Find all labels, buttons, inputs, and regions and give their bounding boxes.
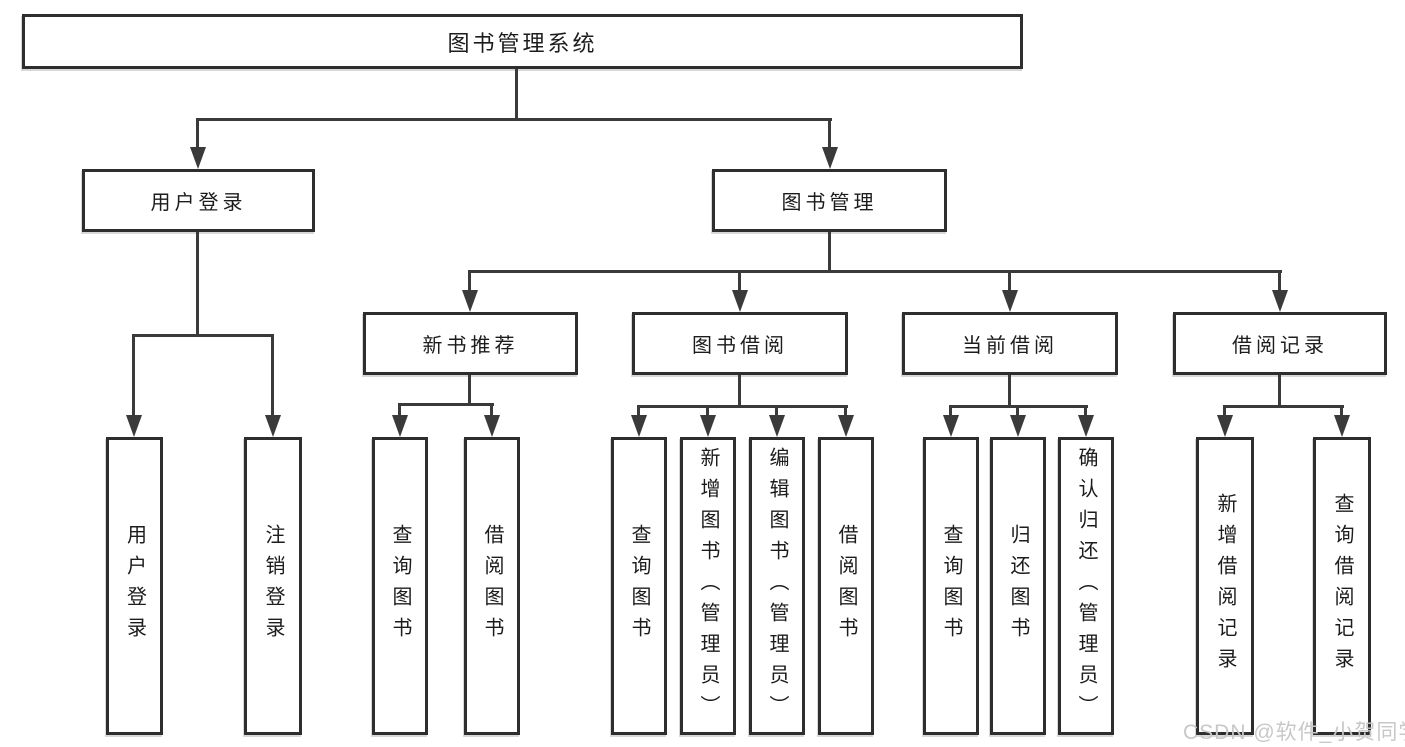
csdn-watermark: CSDN @软件_小贺同学: [1183, 721, 1405, 744]
connector-line: [398, 403, 401, 417]
connector-line: [196, 118, 832, 121]
connector-line: [515, 69, 518, 119]
connector-line: [132, 334, 274, 337]
connector-line: [828, 232, 831, 273]
node-new-book-recommend: 新书推荐: [363, 312, 578, 375]
connector-line: [1340, 405, 1343, 417]
connector-line: [196, 118, 199, 150]
connector-line: [844, 405, 847, 417]
connector-line: [196, 232, 199, 336]
arrow-down-icon: [700, 415, 716, 437]
arrow-down-icon: [838, 415, 854, 437]
connector-line: [1016, 405, 1019, 417]
node-user-login: 用户登录: [82, 169, 315, 232]
leaf-query-books-current: 查询图书: [923, 437, 979, 735]
arrow-down-icon: [1010, 415, 1026, 437]
arrow-down-icon: [1078, 415, 1094, 437]
arrow-down-icon: [1272, 290, 1288, 312]
arrow-down-icon: [462, 290, 478, 312]
connector-line: [1084, 405, 1087, 417]
node-current-borrowing: 当前借阅: [902, 312, 1118, 375]
leaf-add-borrow-record: 新增借阅记录: [1196, 437, 1254, 735]
node-book-borrowing: 图书借阅: [632, 312, 848, 375]
leaf-query-borrow-record: 查询借阅记录: [1313, 437, 1371, 735]
connector-line: [1278, 375, 1281, 407]
arrow-down-icon: [190, 147, 206, 169]
connector-line: [398, 403, 494, 406]
arrow-down-icon: [265, 415, 281, 437]
connector-line: [1223, 405, 1226, 417]
connector-line: [637, 405, 640, 417]
node-library-management-system: 图书管理系统: [22, 14, 1023, 69]
arrow-down-icon: [732, 290, 748, 312]
connector-line: [637, 405, 848, 408]
connector-line: [738, 375, 741, 407]
node-book-management: 图书管理: [712, 169, 947, 232]
connector-line: [1008, 270, 1011, 292]
leaf-query-books-borrowing: 查询图书: [611, 437, 667, 735]
arrow-down-icon: [1334, 415, 1350, 437]
arrow-down-icon: [1217, 415, 1233, 437]
leaf-add-books-admin: 新增图书（管理员）: [680, 437, 736, 735]
connector-line: [132, 334, 135, 415]
connector-line: [1278, 270, 1281, 292]
node-borrowing-records: 借阅记录: [1173, 312, 1387, 375]
leaf-borrow-books-recommend: 借阅图书: [464, 437, 520, 735]
connector-line: [828, 118, 831, 150]
leaf-confirm-return-admin: 确认归还（管理员）: [1058, 437, 1114, 735]
leaf-edit-books-admin: 编辑图书（管理员）: [749, 437, 805, 735]
connector-line: [738, 270, 741, 292]
connector-line: [468, 270, 471, 292]
arrow-down-icon: [392, 415, 408, 437]
arrow-down-icon: [943, 415, 959, 437]
arrow-down-icon: [126, 415, 142, 437]
connector-line: [1223, 405, 1344, 408]
leaf-return-books: 归还图书: [990, 437, 1046, 735]
connector-line: [468, 375, 471, 405]
connector-line: [490, 403, 493, 417]
connector-line: [775, 405, 778, 417]
connector-line: [706, 405, 709, 417]
arrow-down-icon: [769, 415, 785, 437]
connector-line: [468, 270, 1282, 273]
connector-line: [271, 334, 274, 415]
leaf-logout: 注销登录: [244, 437, 302, 735]
leaf-query-books-recommend: 查询图书: [372, 437, 428, 735]
connector-line: [1008, 375, 1011, 407]
arrow-down-icon: [631, 415, 647, 437]
arrow-down-icon: [484, 415, 500, 437]
arrow-down-icon: [822, 147, 838, 169]
leaf-user-login: 用户登录: [106, 437, 163, 735]
connector-line: [949, 405, 952, 417]
leaf-borrow-books: 借阅图书: [818, 437, 874, 735]
arrow-down-icon: [1002, 290, 1018, 312]
